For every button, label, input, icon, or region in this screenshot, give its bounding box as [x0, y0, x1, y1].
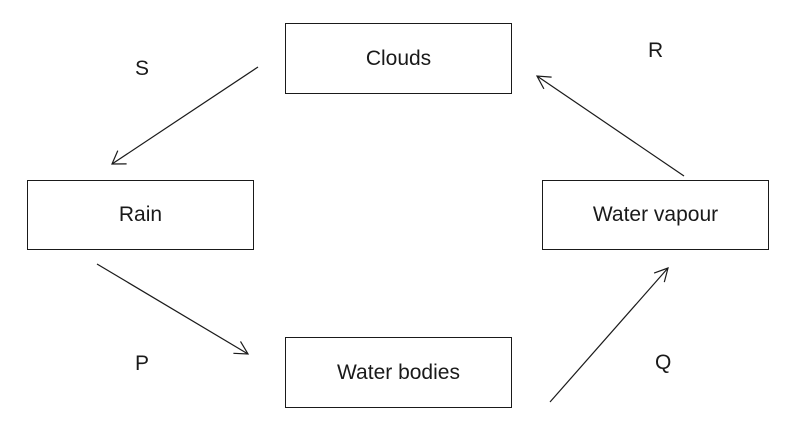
edge-label-q: Q — [655, 351, 672, 374]
edge-label-p: P — [135, 352, 150, 375]
node-water-vapour-label: Water vapour — [592, 203, 719, 226]
arrow-water-vapour-to-clouds — [535, 75, 685, 177]
node-clouds-label: Clouds — [365, 46, 432, 70]
edge-label-r: R — [648, 39, 664, 62]
node-water-vapour: Water vapour — [542, 180, 769, 250]
edge-label-s: S — [135, 57, 150, 80]
node-water-bodies: Water bodies — [285, 337, 512, 408]
node-rain-label: Rain — [118, 203, 163, 226]
node-rain: Rain — [27, 180, 254, 250]
arrow-rain-to-water-bodies — [96, 263, 250, 355]
arrow-water-bodies-to-water-vapour — [549, 267, 669, 403]
node-clouds: Clouds — [285, 23, 512, 94]
arrow-clouds-to-rain — [111, 66, 259, 165]
node-water-bodies-label: Water bodies — [337, 360, 460, 384]
